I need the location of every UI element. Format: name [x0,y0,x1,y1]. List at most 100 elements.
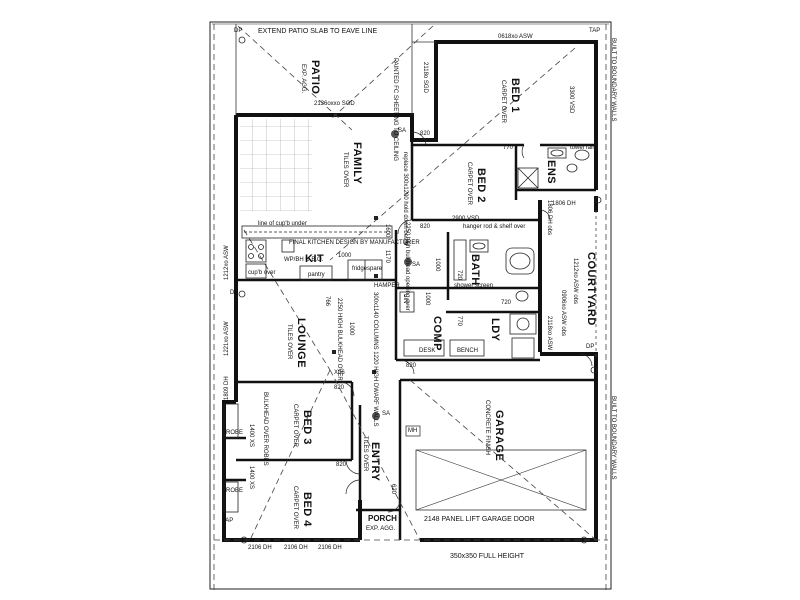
bed3-bulkhead: BULKHEAD OVER ROBES [262,392,268,466]
patio-finish: EXP. AGG. [300,64,306,94]
kit-fridge: fridge [352,266,368,272]
dim-asw-court3: 2118xo ASW [546,316,552,351]
dim-1000-bath: 1000 [434,258,440,272]
room-label-family: FAMILY [351,142,363,185]
dim-820-bed4: 820 [336,462,347,468]
dim-asw-court2: 0906xo ASW obs [560,290,566,337]
room-label-ens: ENS [545,160,557,185]
dim-dh-lounge: 1809 DH [224,376,230,400]
linen-label: LIN [402,294,408,304]
right-boundary-top: BUILT TO BOUNDARY WALLS [610,38,616,122]
dp-label-left: DP [230,290,239,296]
dp-label-right: DP [586,344,595,350]
internal-walls [224,140,596,540]
dim-720-bath: 720 [456,270,462,281]
dim-720-ldy: 720 [501,300,512,306]
bottom-note: 350x350 FULL HEIGHT [450,553,525,560]
robe-bed4: ROBE [226,488,244,494]
garage-finish: CONCRETE FINISH [484,400,490,456]
dim-sgd-patio: 2136oxxo SGD [314,101,355,107]
kit-spare: spare [367,266,383,272]
room-label-comp: COMP [431,316,443,351]
dim-1600: 1600 [384,224,390,238]
downpipe-markers [238,36,602,544]
lounge-bulkhead-note: 2250 HIGH BULKHEAD OVER [336,298,342,381]
sheet-border [209,21,612,590]
family-finish: TILES OVER [342,152,348,188]
dim-1000-kit: 1000 [338,253,352,259]
bed4-finish: CARPET OVER [292,486,298,529]
sa-entry: SA [382,411,391,417]
dim-asw-lounge: 1221xo ASW [224,321,230,356]
entry-finish: TILES OVER [362,436,368,472]
dim-2106-a: 2106 DH [248,545,272,551]
patio-ceiling-note: PAINTED FC SHEETING TO CEILING [392,58,398,162]
tap-label-bottom: TAP [222,518,234,524]
bench-label: BENCH [457,348,479,354]
dim-vsd-bed2: 2900 VSD [452,216,480,222]
dim-820-bed2: 820 [420,224,431,230]
room-label-porch: PORCH [368,514,397,523]
dim-820-garage: 820 [406,363,417,369]
room-label-ldy: LDY [489,318,501,342]
kitchen-fixtures [241,225,393,281]
room-label-courtyard: COURTYARD [585,252,597,326]
dim-2106-b: 2106 DH [284,545,308,551]
dim-1400-bed4: 1400 XS [248,466,254,490]
door-swings [339,131,593,513]
dim-620: 620 [390,484,396,495]
dim-asw-court1: 1212xo ASW obs [572,258,578,305]
garage-door-label: 2148 PANEL LIFT GARAGE DOOR [424,516,535,523]
family-tile-area [240,119,312,211]
desk-label: DESK [419,348,436,354]
kit-cupb-over: cup'b over [248,270,276,276]
kit-line-of-cupboard: line of cup'b under [258,221,307,227]
sa-family: SA [398,128,407,134]
bed1-finish: CARPET OVER [500,80,506,123]
room-label-entry: ENTRY [369,442,381,482]
porch-finish: EXP. AGG. [366,526,396,532]
top-note: EXTEND PATIO SLAB TO EAVE LINE [258,28,378,35]
ens-towel: towel rail [570,145,594,151]
room-label-bed4: BED 4 [301,492,313,527]
sa-bath: SA [412,262,421,268]
garage-mh: MH [408,428,418,434]
dim-1170: 1170 [384,250,390,263]
ensuite-fixtures [517,147,590,189]
bed3-finish: CARPET OVER [292,404,298,447]
dim-1400-bed3: 1400 XS [248,424,254,448]
dim-dh-bed1: 1806 DH [552,201,576,207]
dim-2106-c: 2106 DH [318,545,342,551]
hamper-label: HAMPER [374,283,400,289]
dim-vsd-bed1: 3300 VSD [568,86,574,114]
kit-pantry: pantry [308,272,325,278]
room-label-lounge: LOUNGE [295,318,307,369]
dim-1000-comp: 1000 [424,292,430,306]
tap-label-top: TAP [589,28,601,34]
dp-label-top: DP [234,28,243,34]
smoke-alarm-markers [372,130,412,420]
dim-dh-court: 1806 DH obs [546,200,552,236]
dim-820-family: 820 [420,131,431,137]
room-label-garage: GARAGE [493,410,505,462]
room-label-bed1: BED 1 [509,78,521,113]
lounge-columns-note: 300x1140 COLUMNS 1220 HIGH DWARF WALLS [372,292,378,427]
dim-766-a: 766 [324,296,330,307]
room-label-patio: PATIO [309,60,321,95]
dim-asw-kit: 1212xo ASW [224,245,230,280]
room-label-kit: KIT [305,253,325,265]
robe-bed3: ROBE [226,430,244,436]
room-label-bath: BATH [469,254,481,286]
dim-top-asw: 0618xo ASW [498,34,533,40]
external-walls [222,40,598,542]
bed2-finish: CARPET OVER [466,162,472,205]
dim-sgd-bed1: 2118o SGD [422,62,428,93]
bed2-hanger: hanger rod & shelf over [463,224,526,230]
dim-1000-lounge: 1000 [348,322,354,336]
dim-820-lounge: 820 [334,385,345,391]
kit-design-note: FINAL KITCHEN DESIGN BY MANUFACTURER [289,240,420,246]
room-label-bed3: BED 3 [301,410,313,445]
lounge-finish: TILES OVER [286,324,292,360]
right-boundary-bottom: BUILT TO BOUNDARY WALLS [610,396,616,480]
dim-x06: X06 [334,370,345,376]
